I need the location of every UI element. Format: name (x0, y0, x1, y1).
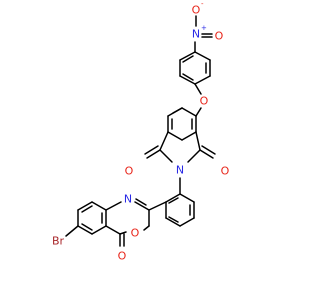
phthalimide-benzo-ring (167, 107, 197, 141)
carbonyl-o-right-label: O (221, 165, 230, 178)
imide-n-label: N (176, 164, 184, 177)
ring-o-label: O (131, 227, 140, 240)
nitro-o-top-charge: - (201, 0, 204, 8)
imide-ring (159, 131, 201, 163)
ether-bonds (194, 83, 202, 117)
bromine-label: Br (52, 235, 65, 248)
nitro-group (194, 15, 213, 53)
structure-diagram: N + O - O O N O O (52, 0, 230, 263)
nitrophenyl-ring (179, 51, 211, 85)
carbonyl-o-left-label: O (125, 165, 134, 178)
central-phenyl-ring (165, 193, 195, 227)
ether-o-label: O (200, 95, 209, 108)
lactone-carbonyl (119, 233, 125, 247)
imide-carbonyls (144, 145, 216, 159)
quinazoline-n-label: N (124, 193, 132, 206)
nitro-n-label: N (192, 28, 200, 41)
molecule-drawing: N + O - O O N O O (52, 0, 230, 263)
aryl-c2-bond (148, 201, 167, 211)
bromobenzo-ring (77, 201, 107, 235)
oxazinone-ring (105, 198, 150, 235)
bromine-bond (65, 225, 79, 237)
nitro-o-right-label: O (215, 30, 224, 43)
nitro-n-charge: + (201, 24, 207, 32)
lactone-o-label: O (118, 250, 127, 263)
nitro-o-top-label: O (192, 4, 201, 17)
